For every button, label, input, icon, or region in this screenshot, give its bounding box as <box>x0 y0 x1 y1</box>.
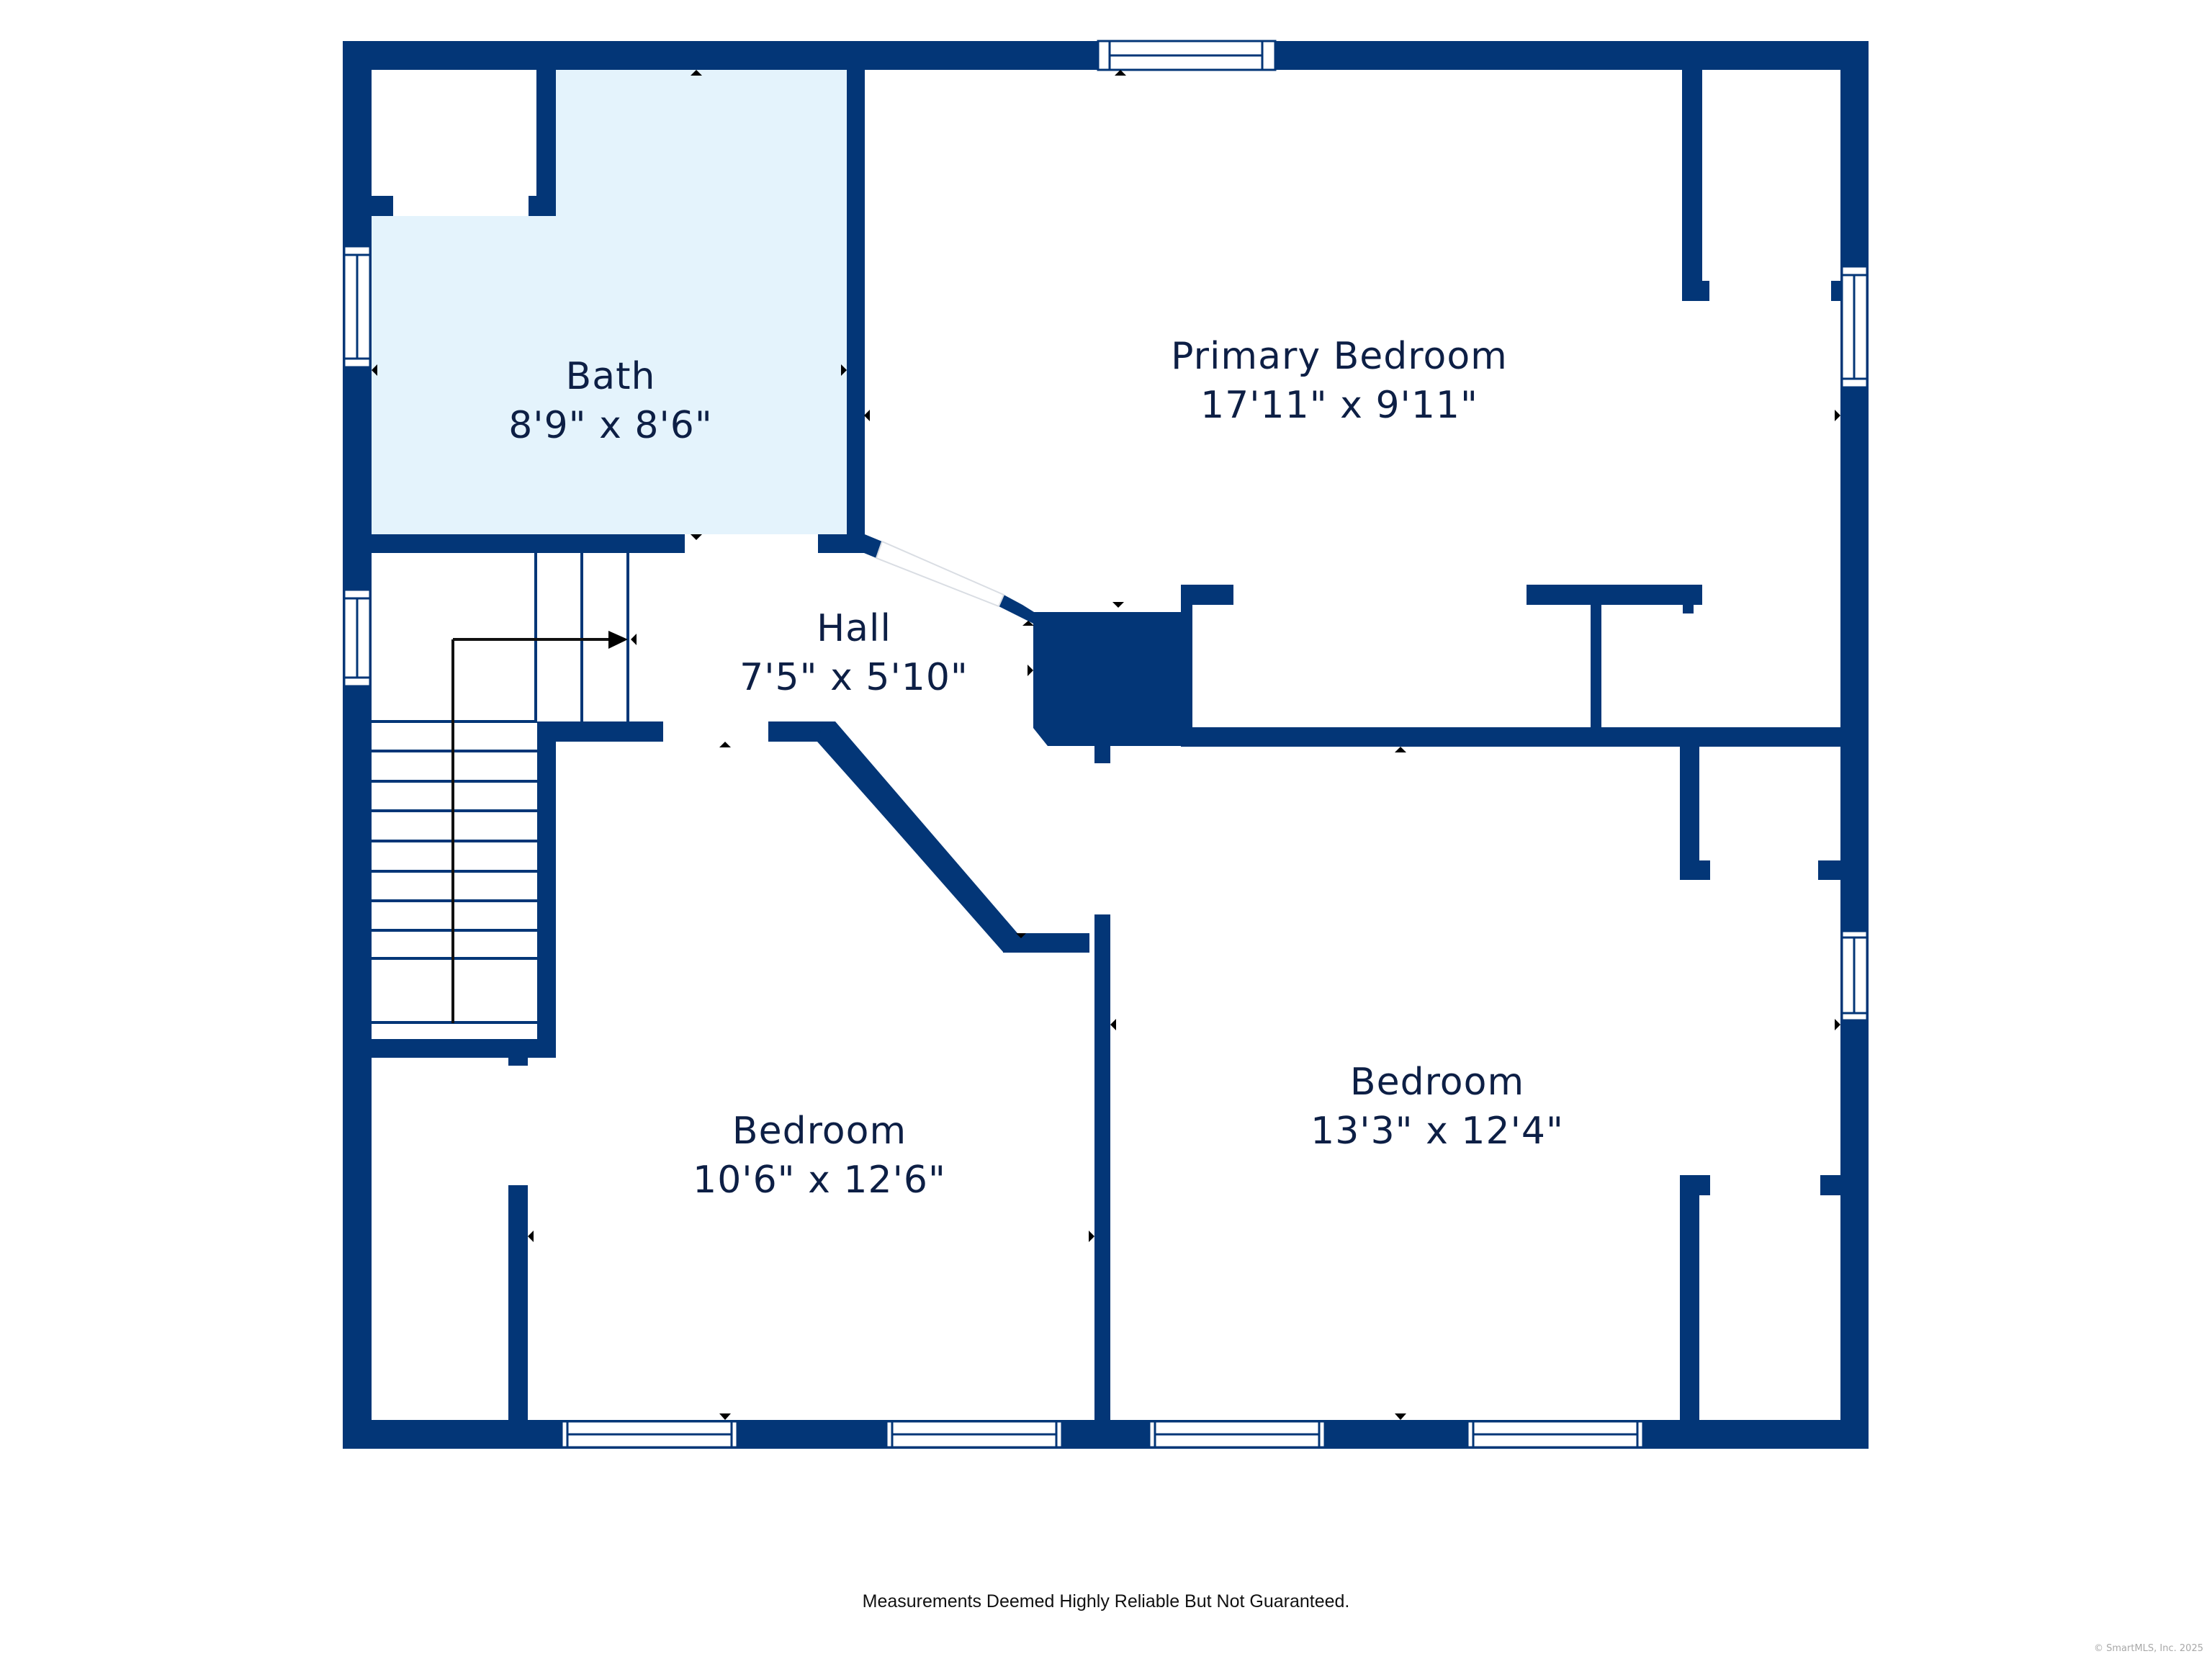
windows <box>343 40 1869 1449</box>
room-dimensions: 17'11" x 9'11" <box>1200 383 1478 427</box>
room-dimensions: 10'6" x 12'6" <box>693 1158 946 1202</box>
room-dimensions: 13'3" x 12'4" <box>1310 1109 1564 1153</box>
window-bottom-1 <box>560 1420 739 1449</box>
copyright-text: © SmartMLS, Inc. 2025 <box>2093 1643 2203 1654</box>
room-name: Bedroom <box>1349 1061 1525 1104</box>
window-bottom-4 <box>1466 1420 1645 1449</box>
room-label-bedroom-left: Bedroom 10'6" x 12'6" <box>693 1107 946 1205</box>
room-label-bedroom-right: Bedroom 13'3" x 12'4" <box>1310 1058 1564 1156</box>
window-bedroom-right-side <box>1840 930 1869 1022</box>
room-name: Bath <box>565 355 656 398</box>
room-label-primary-bedroom: Primary Bedroom 17'11" x 9'11" <box>1171 333 1508 430</box>
room-label-hall: Hall 7'5" x 5'10" <box>739 605 968 702</box>
disclaimer-text: Measurements Deemed Highly Reliable But … <box>862 1591 1350 1611</box>
window-bottom-2 <box>885 1420 1064 1449</box>
window-bottom-3 <box>1148 1420 1326 1449</box>
window-top <box>1097 40 1277 71</box>
room-name: Primary Bedroom <box>1171 335 1508 378</box>
staircase <box>372 553 629 1024</box>
hall-angled-door <box>875 540 1005 608</box>
interior-walls <box>372 70 1840 1429</box>
window-bath-left <box>343 245 372 369</box>
room-name: Bedroom <box>732 1110 907 1153</box>
room-dimensions: 8'9" x 8'6" <box>508 403 713 447</box>
bath-floor <box>372 70 847 534</box>
window-stairs-left <box>343 588 372 688</box>
stair-direction-arrow-icon <box>608 631 628 649</box>
room-dimensions: 7'5" x 5'10" <box>739 655 968 699</box>
door-openings <box>393 70 1840 1195</box>
room-label-bath: Bath 8'9" x 8'6" <box>508 353 713 450</box>
dimension-markers <box>372 70 1840 1420</box>
window-primary-right <box>1840 265 1869 389</box>
room-name: Hall <box>817 607 891 650</box>
